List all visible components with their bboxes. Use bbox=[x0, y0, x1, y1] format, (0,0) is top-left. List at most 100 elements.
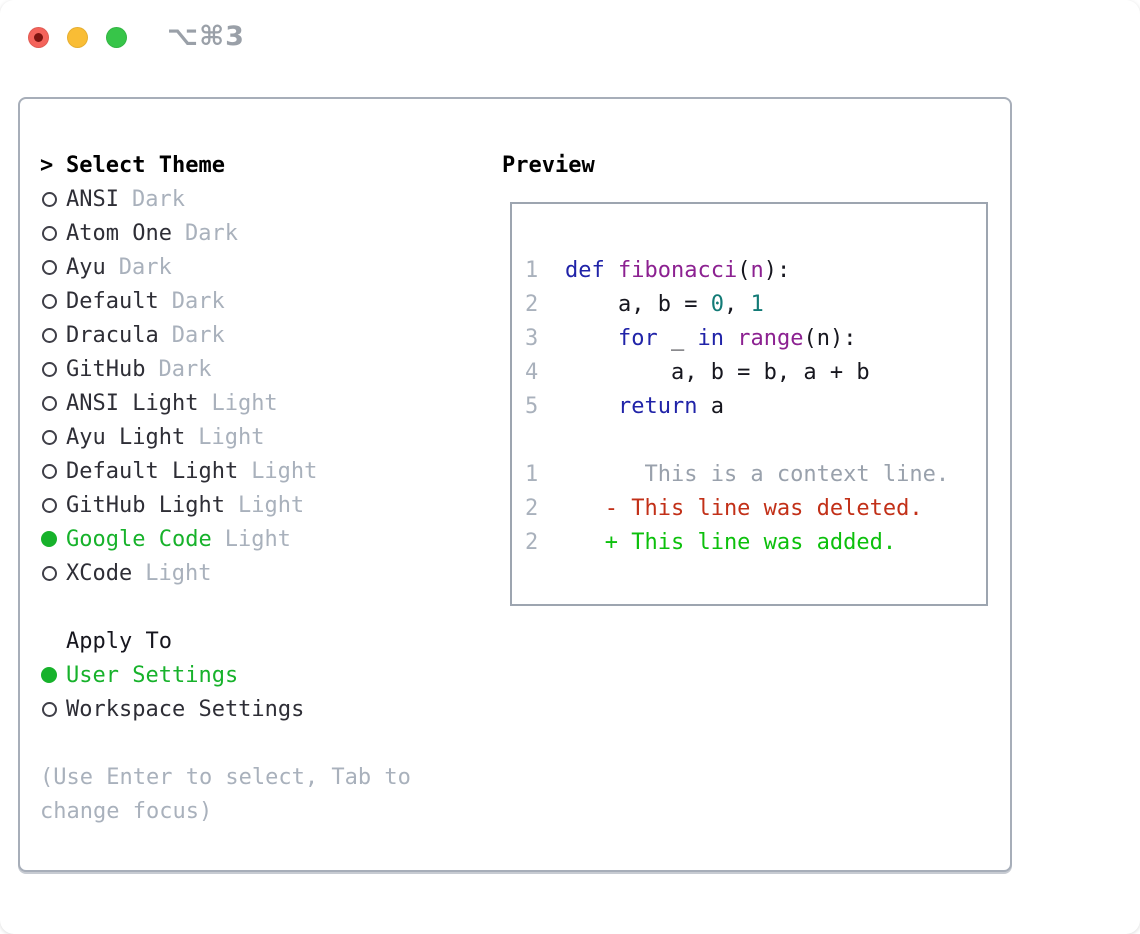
theme-option-xcode[interactable]: XCode Light bbox=[40, 556, 411, 590]
zoom-button[interactable] bbox=[106, 27, 127, 48]
radio-selected-icon bbox=[41, 667, 57, 683]
theme-option-dracula[interactable]: Dracula Dark bbox=[40, 318, 411, 352]
code-line: 5 return a bbox=[525, 389, 978, 423]
theme-option-atom-one[interactable]: Atom One Dark bbox=[40, 216, 411, 250]
code-text: a, b = b, a + b bbox=[565, 359, 870, 385]
radio-unselected-icon bbox=[42, 701, 57, 717]
diff-text: + This line was added. bbox=[565, 529, 897, 555]
marker-cell bbox=[40, 191, 66, 207]
radio-unselected-icon bbox=[42, 565, 57, 581]
apply-option-label: User Settings bbox=[66, 662, 239, 688]
theme-variant: Dark bbox=[158, 356, 212, 382]
theme-name: ANSI Light bbox=[66, 390, 199, 416]
radio-unselected-icon bbox=[42, 225, 57, 241]
radio-unselected-icon bbox=[42, 327, 57, 343]
diff-preview: 1 This is a context line.2 - This line w… bbox=[525, 457, 978, 559]
marker-cell bbox=[40, 259, 66, 275]
code-line: 2 a, b = 0, 1 bbox=[525, 287, 978, 321]
apply-option-label: Workspace Settings bbox=[66, 696, 305, 722]
spacer bbox=[525, 423, 978, 457]
theme-option-ayu[interactable]: Ayu Dark bbox=[40, 250, 411, 284]
line-number: 2 bbox=[525, 291, 539, 317]
theme-name: Ayu Light bbox=[66, 424, 186, 450]
marker-cell bbox=[40, 565, 66, 581]
theme-variant: Light bbox=[198, 424, 265, 450]
theme-name: GitHub Light bbox=[66, 492, 225, 518]
theme-name: XCode bbox=[66, 560, 133, 586]
apply-option-user-settings[interactable]: User Settings bbox=[40, 658, 411, 692]
theme-option-google-code[interactable]: Google Code Light bbox=[40, 522, 411, 556]
theme-name: Ayu bbox=[66, 254, 106, 280]
code-text: def fibonacci(n): bbox=[565, 257, 791, 283]
theme-name: Default bbox=[66, 288, 159, 314]
radio-unselected-icon bbox=[42, 497, 57, 513]
code-text: return a bbox=[617, 393, 724, 419]
theme-name: GitHub bbox=[66, 356, 146, 382]
apply-option-workspace-settings[interactable]: Workspace Settings bbox=[40, 692, 411, 726]
diff-line-deleted: 2 - This line was deleted. bbox=[525, 491, 978, 525]
diff-line-added: 2 + This line was added. bbox=[525, 525, 978, 559]
spacer bbox=[40, 726, 411, 760]
theme-variant: Light bbox=[145, 560, 212, 586]
line-number: 3 bbox=[525, 325, 539, 351]
marker-cell bbox=[40, 293, 66, 309]
radio-unselected-icon bbox=[42, 463, 57, 479]
diff-line-context: 1 This is a context line. bbox=[525, 457, 978, 491]
radio-unselected-icon bbox=[42, 361, 57, 377]
line-number: 1 bbox=[525, 461, 539, 487]
cursor-icon: > bbox=[40, 152, 54, 178]
theme-variant: Dark bbox=[184, 220, 238, 246]
theme-variant: Light bbox=[237, 492, 305, 518]
theme-name: Google Code bbox=[66, 526, 212, 552]
theme-option-default-light[interactable]: Default Light Light bbox=[40, 454, 411, 488]
theme-option-default[interactable]: Default Dark bbox=[40, 284, 411, 318]
window-shortcut-label: ⌥⌘3 bbox=[167, 21, 245, 52]
marker-cell bbox=[40, 497, 66, 513]
theme-variant: Light bbox=[211, 390, 278, 416]
close-button[interactable] bbox=[28, 27, 49, 48]
minimize-button[interactable] bbox=[67, 27, 88, 48]
marker-cell bbox=[40, 667, 66, 683]
line-number: 5 bbox=[525, 393, 539, 419]
theme-option-ayu-light[interactable]: Ayu Light Light bbox=[40, 420, 411, 454]
theme-variant: Light bbox=[251, 458, 318, 484]
theme-option-ansi[interactable]: ANSI Dark bbox=[40, 182, 411, 216]
radio-unselected-icon bbox=[42, 191, 57, 207]
marker-cell bbox=[40, 463, 66, 479]
code-text: a, b = 0, 1 bbox=[565, 291, 764, 317]
spacer bbox=[40, 590, 411, 624]
theme-variant: Light bbox=[224, 526, 291, 552]
line-number: 4 bbox=[525, 359, 539, 385]
preview-title: Preview bbox=[502, 152, 595, 178]
theme-name: ANSI bbox=[66, 186, 119, 212]
theme-option-ansi-light[interactable]: ANSI Light Light bbox=[40, 386, 411, 420]
radio-unselected-icon bbox=[42, 259, 57, 275]
radio-selected-icon bbox=[41, 531, 57, 547]
theme-name: Default Light bbox=[66, 458, 239, 484]
code-line: 4 a, b = b, a + b bbox=[525, 355, 978, 389]
theme-variant: Dark bbox=[118, 254, 172, 280]
code-line: 3 for _ in range(n): bbox=[525, 321, 978, 355]
diff-text: - This line was deleted. bbox=[565, 495, 923, 521]
theme-name: Atom One bbox=[66, 220, 172, 246]
line-number: 2 bbox=[525, 529, 539, 555]
theme-option-github[interactable]: GitHub Dark bbox=[40, 352, 411, 386]
marker-cell bbox=[40, 531, 66, 547]
radio-unselected-icon bbox=[42, 293, 57, 309]
theme-option-github-light[interactable]: GitHub Light Light bbox=[40, 488, 411, 522]
theme-variant: Dark bbox=[171, 322, 225, 348]
marker-cell bbox=[40, 225, 66, 241]
apply-to-header: Apply To bbox=[40, 624, 411, 658]
marker-cell bbox=[40, 327, 66, 343]
select-theme-title: Select Theme bbox=[66, 152, 225, 178]
diff-text: This is a context line. bbox=[565, 461, 950, 487]
theme-variant: Dark bbox=[131, 186, 185, 212]
theme-name: Dracula bbox=[66, 322, 159, 348]
line-number: 2 bbox=[525, 495, 539, 521]
theme-variant: Dark bbox=[171, 288, 225, 314]
